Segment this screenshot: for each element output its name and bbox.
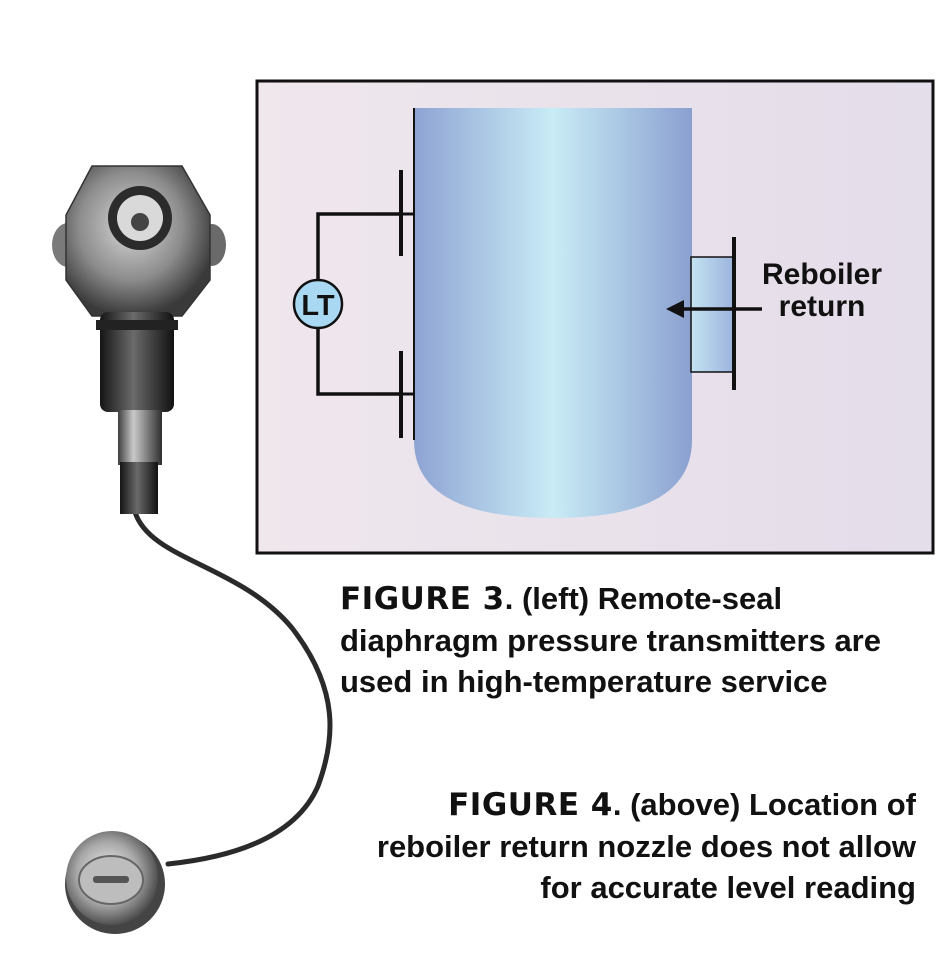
flow-arrow-head bbox=[666, 300, 684, 318]
gauge-center-icon bbox=[131, 213, 149, 231]
capillary-tube-icon bbox=[132, 509, 333, 867]
level-transmitter-tag: LT bbox=[301, 290, 335, 322]
diaphragm-seal-screw-icon bbox=[93, 876, 129, 883]
remote-seal-transmitter-illustration bbox=[52, 165, 333, 934]
figure-4-label: FIGURE 4 bbox=[448, 787, 613, 823]
figure-3-caption: FIGURE 3. (left) Remote-seal diaphragm p… bbox=[340, 578, 940, 702]
transmitter-fitting bbox=[120, 462, 158, 514]
figure-4-caption: FIGURE 4. (above) Location of reboiler r… bbox=[330, 784, 916, 908]
neck-band-icon bbox=[96, 320, 178, 330]
figure-4-text: . (above) Location of reboiler return no… bbox=[376, 787, 916, 905]
vessel-body bbox=[414, 108, 692, 518]
level-transmitter-bubble bbox=[292, 278, 344, 330]
transmitter-neck bbox=[100, 312, 174, 412]
figure-3-label: FIGURE 3 bbox=[340, 581, 505, 617]
figure-3-text: . (left) Remote-seal diaphragm pressure … bbox=[340, 581, 881, 699]
nozzle-label-line2: return bbox=[779, 290, 866, 323]
reboiler-return-nozzle bbox=[690, 256, 735, 373]
vessel-diagram: LT Reboiler return bbox=[255, 79, 935, 555]
transmitter-stem bbox=[118, 410, 162, 465]
nozzle-label-line1: Reboiler bbox=[762, 258, 882, 291]
